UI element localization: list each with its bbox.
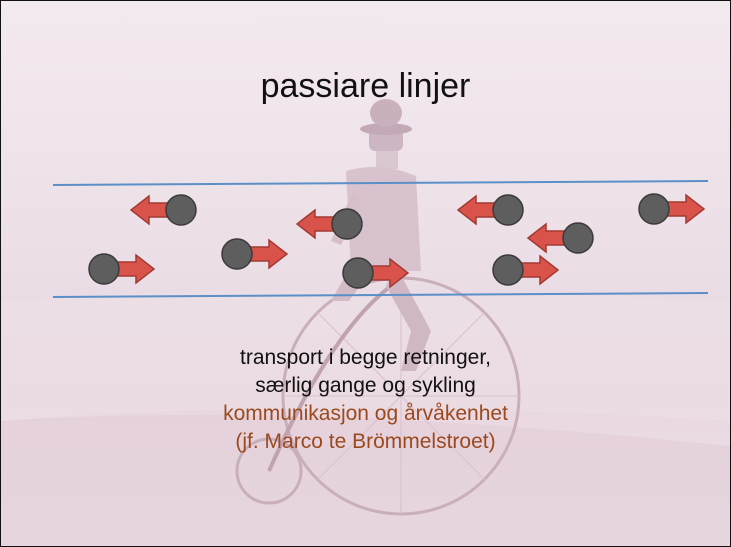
dot-icon — [88, 253, 120, 285]
dot-icon — [492, 194, 524, 226]
left-moving-traveler-icon — [456, 194, 524, 226]
caption: transport i begge retninger, særlig gang… — [1, 344, 730, 456]
slide-title: passiare linjer — [260, 67, 471, 105]
dot-icon — [221, 238, 253, 270]
dot-icon — [331, 208, 363, 240]
left-moving-traveler-icon — [295, 208, 363, 240]
dot-icon — [562, 222, 594, 254]
right-moving-traveler-icon — [492, 254, 560, 286]
right-moving-traveler-icon — [88, 253, 156, 285]
left-moving-traveler-icon — [129, 194, 197, 226]
dot-icon — [492, 254, 524, 286]
caption-line-2: særlig gange og sykling — [255, 374, 476, 397]
caption-line-1: transport i begge retninger, — [240, 346, 491, 369]
caption-line-3: kommunikasjon og årvåkenhet — [223, 402, 508, 425]
left-moving-traveler-icon — [526, 222, 594, 254]
dot-icon — [342, 257, 374, 289]
lane-line-bottom — [52, 292, 709, 298]
caption-line-4: (jf. Marco te Brömmelstroet) — [235, 430, 496, 453]
lane-line-top — [52, 180, 709, 186]
dot-icon — [165, 194, 197, 226]
right-moving-traveler-icon — [342, 257, 410, 289]
dot-icon — [638, 193, 670, 225]
right-moving-traveler-icon — [638, 193, 706, 225]
right-moving-traveler-icon — [221, 238, 289, 270]
